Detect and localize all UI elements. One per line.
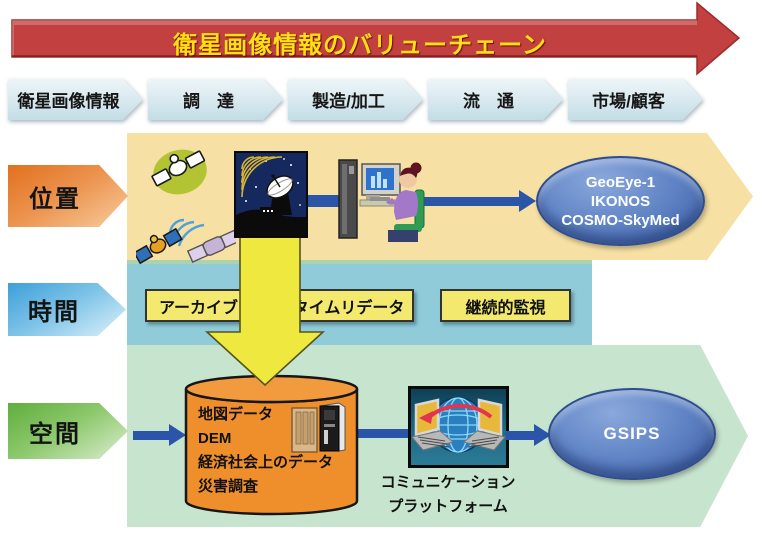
step-label: 衛星画像情報 xyxy=(8,79,143,120)
gsips-ellipse: GSIPS xyxy=(548,388,716,480)
arrow-shaft xyxy=(424,196,520,206)
row-label-time: 時間 xyxy=(8,283,126,336)
value-chain-steps: 衛星画像情報 調 達 製造/加工 流 通 市場/顧客 xyxy=(8,79,703,120)
database-item: DEM xyxy=(198,430,232,447)
step-chevron: 製造/加工 xyxy=(288,79,423,120)
database-content-list: 地図データ DEM 経済社会上のデータ 災害調査 xyxy=(198,403,350,499)
database-item: 地図データ xyxy=(198,406,274,423)
step-chevron: 市場/顧客 xyxy=(568,79,703,120)
computer-user-image xyxy=(338,159,425,242)
laptop-icon xyxy=(462,398,506,451)
database-to-platform-connector xyxy=(357,429,410,438)
satellite-icon xyxy=(151,150,206,187)
satellite-icon xyxy=(136,227,183,265)
platform-caption-line: コミュニケーション xyxy=(380,474,516,491)
arrow-head xyxy=(169,424,186,446)
computer-user-icon xyxy=(338,159,425,242)
arrow-to-satellite-list xyxy=(424,190,536,212)
step-label: 製造/加工 xyxy=(288,79,423,120)
arrow-head xyxy=(534,424,551,446)
antenna-dish-image xyxy=(234,151,308,238)
antenna-to-pc-connector xyxy=(306,195,346,207)
row-label-space: 空間 xyxy=(8,403,128,459)
down-arrow-icon xyxy=(204,237,326,387)
highlight-box-archive: アーカイブ xyxy=(145,289,252,322)
globe-laptops-icon xyxy=(411,397,506,453)
satellite-icons xyxy=(136,149,236,265)
arrow-head xyxy=(519,190,536,212)
platform-caption-line: プラットフォーム xyxy=(388,498,508,515)
database-item: 経済社会上のデータ xyxy=(198,454,334,471)
arrow-shaft xyxy=(133,430,170,440)
step-label: 市場/顧客 xyxy=(568,79,703,120)
gsips-label: GSIPS xyxy=(603,424,661,443)
step-chevron: 流 通 xyxy=(428,79,563,120)
step-label: 流 通 xyxy=(428,79,563,120)
satellite-icon xyxy=(186,229,236,263)
highlight-box-continuous-monitoring: 継続的監視 xyxy=(440,289,571,322)
satellite-name: IKONOS xyxy=(590,192,651,210)
satellite-list-ellipse: GeoEye-1 IKONOS COSMO-SkyMed xyxy=(536,156,705,246)
band-time-top-strip xyxy=(127,260,592,264)
arrow-to-gsips xyxy=(506,424,551,446)
communication-platform-image xyxy=(408,386,509,468)
row-label-position: 位置 xyxy=(8,165,128,227)
arrow-into-database xyxy=(133,424,186,446)
banner-arrow xyxy=(11,1,741,76)
step-chevron: 衛星画像情報 xyxy=(8,79,143,120)
antenna-dish-icon xyxy=(236,156,306,236)
step-chevron: 調 達 xyxy=(148,79,283,120)
platform-caption: コミュニケーション プラットフォーム xyxy=(367,471,529,519)
server-icon xyxy=(291,402,346,453)
arrow-shaft xyxy=(506,430,535,440)
step-label: 調 達 xyxy=(148,79,283,120)
database-item: 災害調査 xyxy=(198,478,259,495)
satellite-name: COSMO-SkyMed xyxy=(561,211,680,229)
banner-title: 衛星画像情報のバリューチェーン xyxy=(173,32,547,59)
highlight-box-timely-data: タイムリデータ xyxy=(283,289,414,322)
satellite-name: GeoEye-1 xyxy=(585,173,656,191)
